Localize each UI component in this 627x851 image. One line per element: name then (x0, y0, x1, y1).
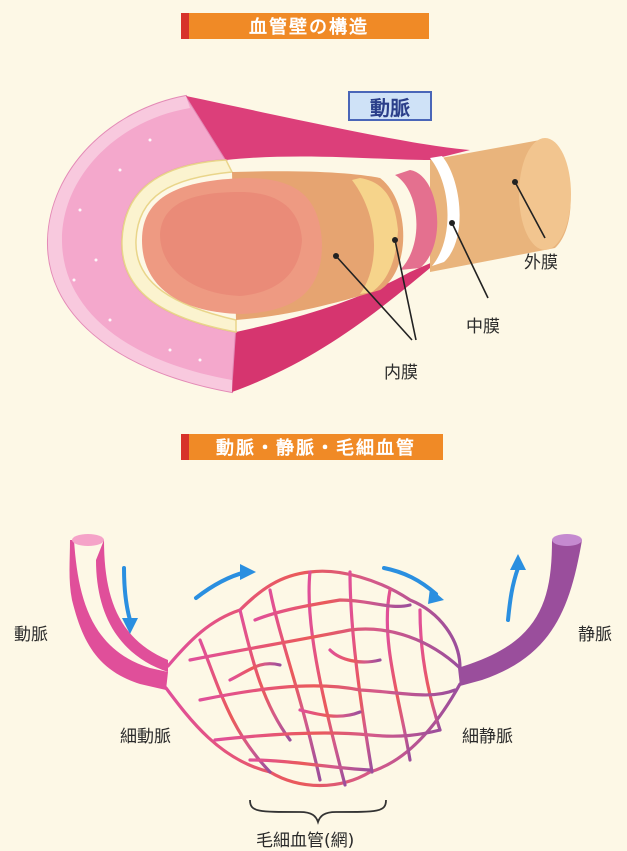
label-intima: 内膜 (384, 358, 418, 383)
label-adventitia: 外膜 (524, 248, 558, 273)
title-accent-bar (181, 434, 189, 460)
vein-vessel (458, 540, 582, 686)
tube-end (519, 138, 571, 250)
capillary-mesh (166, 571, 460, 785)
capillary-brace (250, 800, 386, 822)
vein-opening (552, 534, 582, 546)
artery-vessel (70, 540, 169, 690)
label-capillary: 毛細血管(網) (256, 826, 354, 851)
label-arteriole: 細動脈 (120, 722, 171, 747)
label-venule: 細静脈 (462, 722, 513, 747)
vessel-wall-diagram (0, 0, 627, 430)
artery-opening (72, 534, 104, 546)
flow-arrows (124, 568, 518, 620)
section-title-vessels: 動脈・静脈・毛細血管 (181, 434, 443, 460)
label-artery: 動脈 (14, 620, 48, 645)
section-title-text: 動脈・静脈・毛細血管 (208, 434, 416, 460)
label-media: 中膜 (466, 312, 500, 337)
artery-title-box: 動脈 (348, 91, 432, 121)
label-vein: 静脈 (578, 620, 612, 645)
flow-arrowheads (122, 554, 526, 634)
